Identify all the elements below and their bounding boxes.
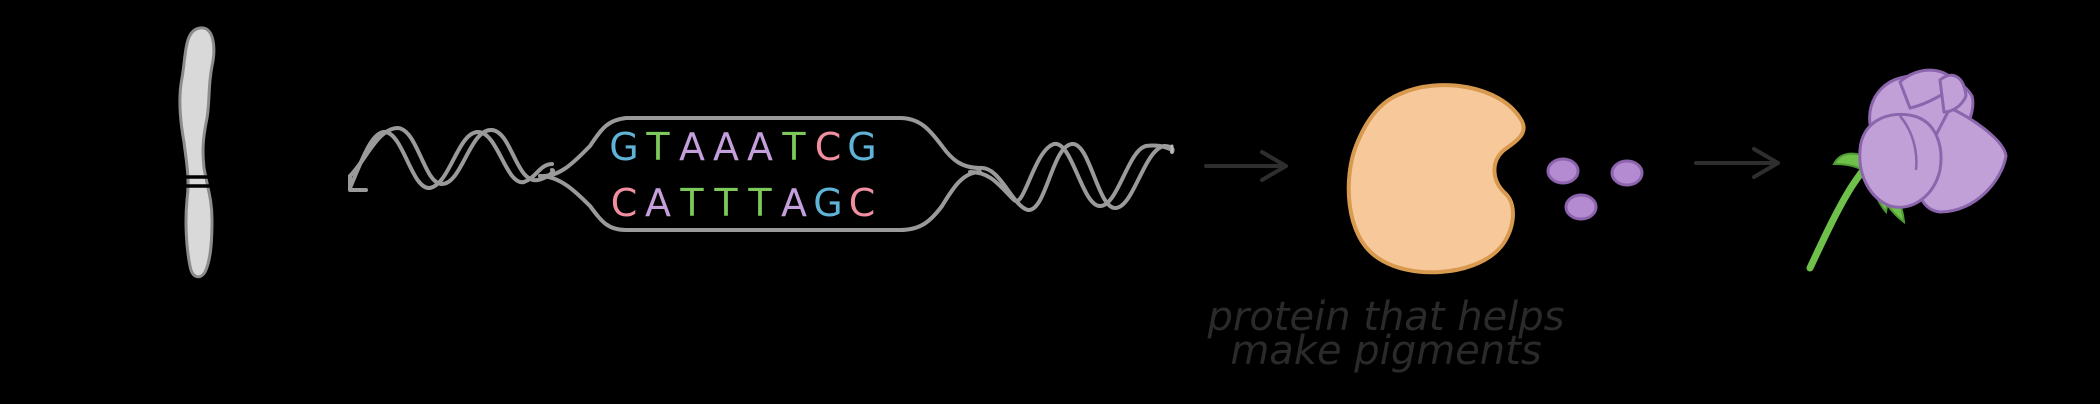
dna-base-bottom-1: A bbox=[645, 181, 671, 225]
protein-body bbox=[1346, 83, 1526, 275]
pigment-molecule-icon bbox=[1546, 157, 1644, 221]
dna-base-top-4: A bbox=[747, 125, 773, 169]
dna-base-bottom-4: T bbox=[747, 181, 772, 225]
dna-bubble-bottom-strand bbox=[538, 170, 982, 232]
chromosome-icon bbox=[168, 26, 222, 279]
chromosome-body bbox=[178, 26, 216, 279]
dna-base-bottom-7: C bbox=[849, 181, 876, 225]
dna-base-top-0: G bbox=[609, 125, 638, 169]
dna-base-top-7: G bbox=[847, 125, 876, 169]
dna-base-bottom-5: A bbox=[781, 181, 807, 225]
dna-right-helix-b bbox=[978, 142, 1175, 212]
dna-base-bottom-0: C bbox=[611, 181, 638, 225]
dna-base-bottom-2: T bbox=[679, 181, 704, 225]
pigment-molecule bbox=[1546, 157, 1580, 185]
flower-icon bbox=[1806, 68, 2008, 272]
dna-base-top-6: C bbox=[815, 125, 842, 169]
dna-base-top-2: A bbox=[679, 125, 705, 169]
dna-left-helix-b bbox=[348, 126, 555, 186]
dna-base-top-3: A bbox=[713, 125, 739, 169]
flower-front-petal bbox=[1858, 112, 1943, 209]
arrow-icon bbox=[1204, 150, 1288, 182]
dna-base-bottom-6: G bbox=[813, 181, 842, 225]
dna-base-top-1: T bbox=[645, 125, 670, 169]
flower-petal-fold bbox=[1899, 115, 1918, 171]
protein-caption-line1: protein that helps bbox=[1206, 294, 1564, 340]
dna-helix-icon bbox=[348, 116, 1175, 232]
protein-icon bbox=[1346, 83, 1526, 275]
arrow-icon bbox=[1694, 147, 1780, 179]
dna-left-end-cap bbox=[348, 174, 368, 192]
flower-ear-petal bbox=[1938, 73, 1968, 114]
dna-bubble-top-strand bbox=[538, 116, 982, 179]
dna-base-bottom-3: T bbox=[713, 181, 738, 225]
pigment-molecule bbox=[1610, 159, 1644, 187]
pigment-molecule bbox=[1564, 193, 1598, 221]
protein-caption-line2: make pigments bbox=[1230, 328, 1541, 374]
dna-base-top-5: T bbox=[781, 125, 806, 169]
